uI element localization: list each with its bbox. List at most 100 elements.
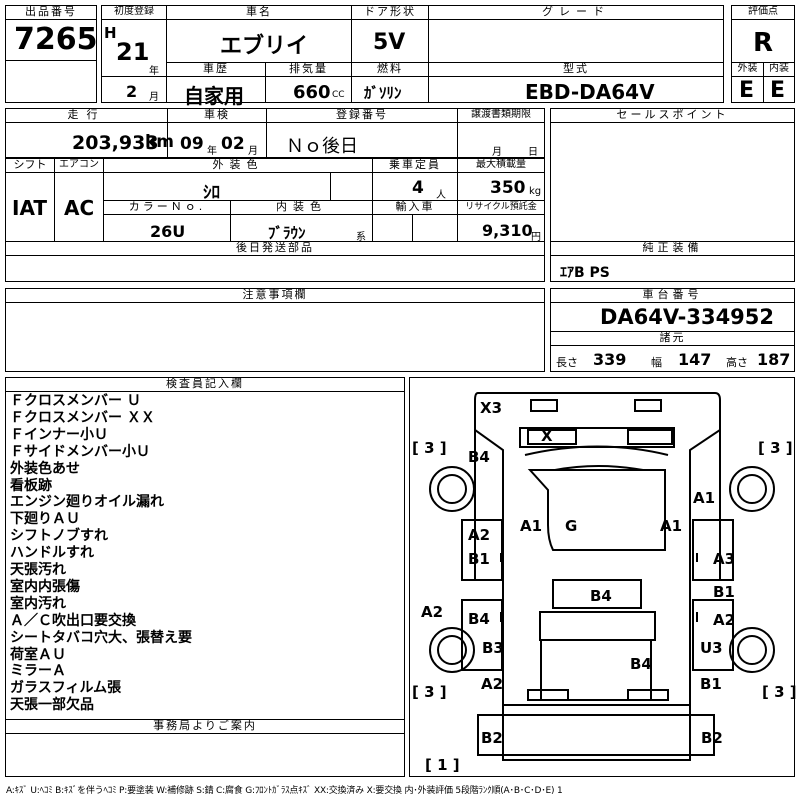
exterior-label: 外装 [731,62,764,77]
inspector-note: Ｆクロスメンバー Ｕ [10,393,141,409]
inspector-note: 室内汚れ [10,595,66,612]
car-name: エブリイ [220,34,309,59]
recycle-label: リサイクル預託金 [457,200,545,215]
transfer-label: 譲渡書類期限 [457,108,545,123]
mileage-unit: km [145,132,175,152]
grade-label: グレード [428,5,724,20]
damage-mark: A2 [713,611,736,629]
equipment-label: 純正装備 [550,241,795,256]
panel-count-mark: [ 3 ] [412,439,447,457]
score-value: R [753,28,774,58]
fuel-label: 燃料 [351,62,429,77]
inspector-label: 検査員記入欄 [5,377,405,392]
damage-mark: B1 [713,583,735,601]
damage-mark: B2 [481,729,503,747]
inspector-note: ハンドルすれ [10,545,94,562]
damage-mark: B1 [468,550,490,568]
sales-point-label: セールスポイント [550,108,795,123]
door-label: ドア形状 [351,5,429,20]
length-label: 長さ [556,356,578,369]
office-label: 事務局よりご案内 [5,719,405,734]
mileage-value: 203,933 [72,132,159,154]
color-no-label: カラーＮｏ. [103,200,231,215]
exterior-score: E [739,78,755,103]
damage-mark: A2 [421,603,444,621]
inspector-note: シートタバコ穴大、張替え要 [10,629,192,646]
ac-value: AC [64,196,95,220]
inspector-note: Ｆクロスメンバー ＸＸ [10,409,155,426]
height-value: 187 [757,350,791,369]
int-color-label: 内装色 [230,200,373,215]
inspector-note: シフトノブすれ [10,528,108,545]
damage-mark: A1 [693,489,716,507]
load-unit: kg [529,186,542,197]
chassis-label: 車台番号 [550,288,795,303]
first-reg-year: 21 [116,38,150,66]
year-unit: 年 [149,66,159,77]
damage-mark: X3 [480,399,503,417]
load-label: 最大積載量 [457,158,545,173]
height-label: 高さ [726,356,748,369]
ac-label: エアコン [54,158,104,173]
int-color-value: ﾌﾞﾗｳﾝ [268,224,306,242]
panel-count-mark: [ 3 ] [762,683,797,701]
recycle-unit: 円 [531,232,541,243]
equipment-value: ｴｱB PS [560,265,610,281]
transfer-month-unit: 月 [492,147,502,158]
damage-mark: B4 [590,587,612,605]
month-unit: 月 [149,92,159,103]
mileage-label: 走行 [5,108,168,123]
color-label: 外装色 [103,158,373,173]
reg-no-value: Ｎｏ後日 [286,136,358,157]
damage-mark: B1 [700,675,722,693]
inspector-note: 外装色あせ [10,460,80,477]
damage-mark: B2 [701,729,723,747]
car-diagram [429,392,775,761]
capacity-value: 4 [412,178,424,198]
inspection-year-unit: 年 [207,146,217,157]
lot-number: 7265 [14,22,98,57]
panel-count-mark: [ 1 ] [425,756,460,774]
damage-mark: A1 [520,517,543,535]
inspector-note: Ｆサイドメンバー小Ｕ [10,443,150,460]
import-split [412,215,413,242]
damage-mark: A3 [713,550,736,568]
dims-label: 諸元 [550,331,795,346]
shift-value: IAT [12,196,48,220]
interior-label: 内装 [763,62,795,77]
history-value: 自家用 [184,84,244,108]
lot-label: 出品番号 [5,5,97,20]
first-reg-month: 2 [126,82,138,101]
inspector-note: Ａ／Ｃ吹出口要交換 [10,612,136,629]
shift-label: シフト [5,158,55,173]
capacity-label: 乗車定員 [372,158,458,173]
inspector-note: ミラーＡ [10,663,66,680]
width-value: 147 [678,350,712,369]
inspector-note: 天張汚れ [10,562,66,578]
lot-divider [5,60,97,61]
interior-score: E [770,78,786,103]
legend: A:ｷｽﾞ U:ﾍｺﾐ B:ｷｽﾞを伴うﾍｺﾐ P:要塗装 W:補修跡 S:錆 … [6,786,563,796]
later-parts-label: 後日発送部品 [5,241,545,256]
model-label: 型式 [428,62,724,77]
first-reg-label: 初度登録 [101,5,167,20]
damage-mark: A2 [481,675,504,693]
damage-mark: A1 [660,517,683,535]
chassis-value: DA64V-334952 [600,305,775,329]
model-value: EBD-DA64V [525,80,655,104]
inspection-month: 02 [221,134,245,154]
recycle-value: 9,310 [482,221,533,240]
era: H [104,24,117,42]
color-value: ｼﾛ [203,183,220,203]
damage-mark: B3 [482,639,504,657]
panel-count-mark: [ 3 ] [758,439,793,457]
score-label: 評価点 [731,5,795,20]
history-label: 車歴 [166,62,266,77]
displacement-label: 排気量 [265,62,352,77]
color-split [330,173,331,201]
load-value: 350 [490,178,526,198]
damage-mark: G [565,517,578,535]
inspector-note: エンジン廻りオイル漏れ [10,494,164,511]
panel-count-mark: [ 3 ] [412,683,447,701]
inspector-note: 荷室ＡＵ [10,646,66,663]
